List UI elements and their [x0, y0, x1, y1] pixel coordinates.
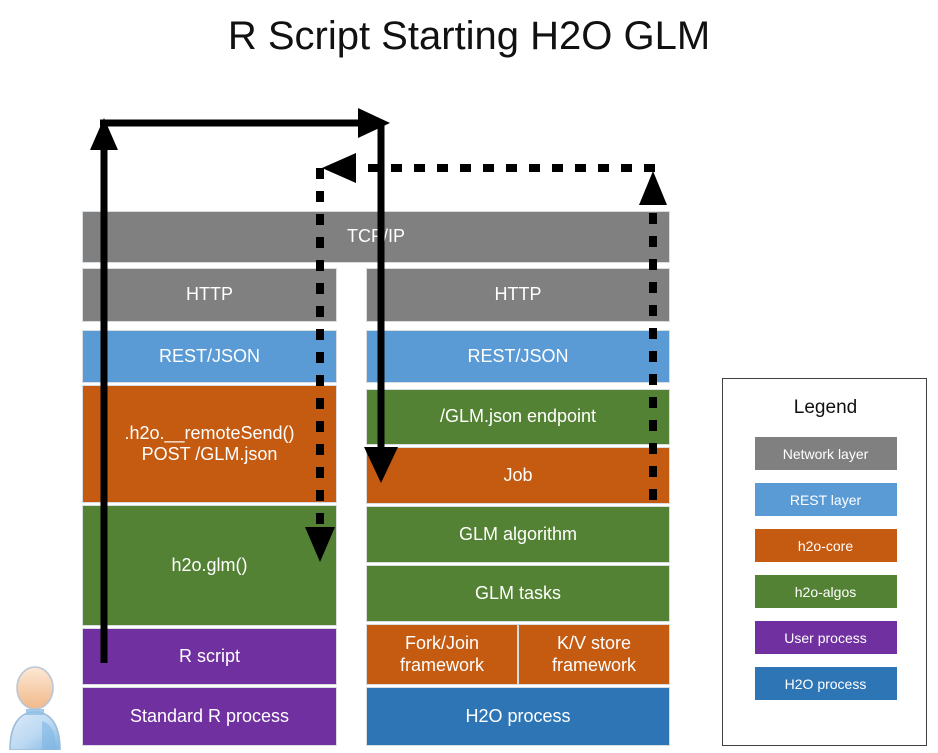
- band-right-kv-store-framework: K/V store framework: [518, 624, 670, 685]
- band-label: H2O process: [465, 705, 571, 726]
- legend-item-label: h2o-core: [797, 537, 854, 554]
- band-label: GLM algorithm: [458, 523, 578, 544]
- band-label: HTTP: [186, 284, 233, 305]
- band-right-glm-algorithm: GLM algorithm: [366, 506, 670, 563]
- band-label: Fork/Join framework: [399, 633, 484, 675]
- band-label: Job: [503, 464, 533, 485]
- band-right-rest-json: REST/JSON: [366, 330, 670, 383]
- band-label: REST/JSON: [467, 345, 569, 366]
- band-label: Standard R process: [129, 705, 290, 726]
- band-label: K/V store framework: [551, 633, 636, 675]
- band-label: REST/JSON: [158, 345, 260, 366]
- legend-item-h2o-core: h2o-core: [754, 529, 897, 562]
- legend-item-rest-layer: REST layer: [754, 483, 897, 516]
- legend-item-label: Network layer: [782, 445, 869, 462]
- band-right-glm-json-endpoint: /GLM.json endpoint: [366, 389, 670, 445]
- band-label: TCP/IP: [346, 226, 405, 247]
- legend-item-h2o-process: H2O process: [754, 667, 897, 700]
- legend-item-label: h2o-algos: [794, 583, 857, 600]
- band-left-r-script: R script: [82, 628, 337, 685]
- legend-item-user-process: User process: [754, 621, 897, 654]
- band-label: R script: [178, 645, 240, 666]
- band-right-h2o-process: H2O process: [366, 687, 670, 746]
- band-left-standard-r-process: Standard R process: [82, 687, 337, 746]
- band-label: GLM tasks: [474, 582, 562, 603]
- legend-item-label: H2O process: [784, 675, 867, 692]
- band-label: /GLM.json endpoint: [439, 406, 597, 427]
- band-left-h2o-glm: h2o.glm(): [82, 505, 337, 626]
- legend-item-label: REST layer: [789, 491, 862, 508]
- band-left-http: HTTP: [82, 268, 337, 322]
- band-right-fork-join-framework: Fork/Join framework: [366, 624, 518, 685]
- legend-item-label: User process: [784, 629, 867, 646]
- legend: Legend Network layer REST layer h2o-core…: [722, 378, 927, 746]
- page-title: R Script Starting H2O GLM: [227, 14, 711, 58]
- legend-title: Legend: [793, 397, 858, 418]
- band-tcp-ip: TCP/IP: [82, 211, 670, 263]
- band-label: h2o.glm(): [171, 554, 248, 575]
- legend-item-h2o-algos: h2o-algos: [754, 575, 897, 608]
- band-label: .h2o.__remoteSend() POST /GLM.json: [124, 422, 295, 464]
- band-left-rest-json: REST/JSON: [82, 330, 337, 383]
- band-label: HTTP: [494, 284, 542, 305]
- user-avatar: [9, 666, 61, 750]
- band-right-job: Job: [366, 447, 670, 504]
- band-right-glm-tasks: GLM tasks: [366, 565, 670, 622]
- legend-item-list: Network layer REST layer h2o-core h2o-al…: [723, 437, 928, 713]
- band-right-http: HTTP: [366, 268, 670, 322]
- band-left-remote-send: .h2o.__remoteSend() POST /GLM.json: [82, 385, 337, 503]
- legend-item-network-layer: Network layer: [754, 437, 897, 470]
